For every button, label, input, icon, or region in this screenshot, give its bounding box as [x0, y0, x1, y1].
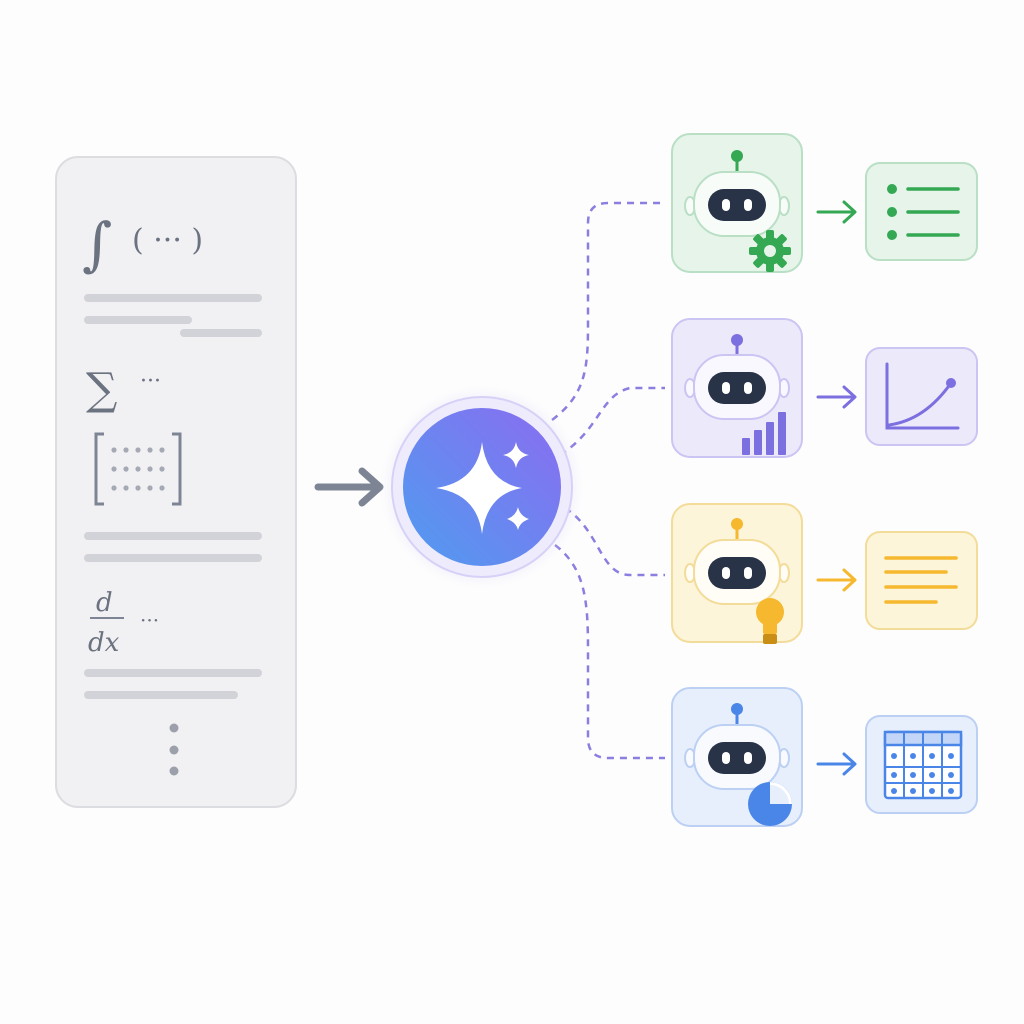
output-list: [865, 162, 978, 261]
integral-symbol: ∫: [82, 210, 112, 278]
deriv-ellipsis: ···: [140, 608, 159, 632]
vertical-ellipsis-icon: [169, 723, 179, 776]
matrix-formula: [94, 432, 182, 506]
table-grid-icon: [883, 730, 963, 800]
sum-ellipsis: ···: [140, 369, 161, 394]
sparkle-icon: [436, 442, 529, 534]
gear-icon: [749, 230, 791, 272]
deriv-denominator: dx: [88, 628, 120, 658]
input-arrow-icon: [314, 467, 384, 507]
connector-purple: [559, 386, 665, 457]
lightbulb-icon: [756, 598, 784, 644]
agent-blue: [671, 687, 803, 827]
pie-chart-icon: [748, 782, 792, 826]
agent-purple: [671, 318, 803, 458]
text-line-group-2: [84, 532, 262, 562]
connector-yellow: [564, 506, 665, 577]
deriv-numerator: d: [96, 588, 113, 618]
summation-formula: ∑ ···: [86, 364, 161, 415]
line-graph-icon: [885, 362, 960, 430]
connector-green: [551, 201, 665, 421]
agent-yellow: [671, 503, 803, 644]
list-icon: [887, 184, 960, 240]
text-line-group-3: [84, 669, 262, 699]
output-table: [865, 715, 978, 814]
arrow-green-icon: [816, 200, 857, 224]
sigma-symbol: ∑: [86, 364, 117, 415]
ai-hub: [380, 385, 584, 589]
robot-icon: [684, 334, 790, 420]
robot-icon: [684, 518, 790, 605]
arrow-yellow-icon: [816, 568, 857, 592]
robot-icon: [684, 703, 790, 790]
integral-args: ( ··· ): [132, 223, 203, 258]
connector-blue: [554, 544, 665, 760]
output-text-lines: [865, 531, 978, 630]
document-panel: ∫ ( ··· ) ∑ ··· d: [55, 156, 297, 808]
arrow-purple-icon: [816, 385, 857, 409]
matrix-dots: [111, 447, 165, 491]
robot-icon: [684, 150, 790, 237]
bar-chart-icon: [742, 412, 786, 455]
text-lines-icon: [884, 556, 958, 604]
output-line-graph: [865, 347, 978, 446]
derivative-formula: d dx ···: [88, 588, 159, 658]
integral-formula: ∫ ( ··· ): [82, 210, 203, 278]
agent-green: [671, 133, 803, 273]
arrow-blue-icon: [816, 752, 857, 776]
text-line-group-1: [84, 294, 262, 337]
